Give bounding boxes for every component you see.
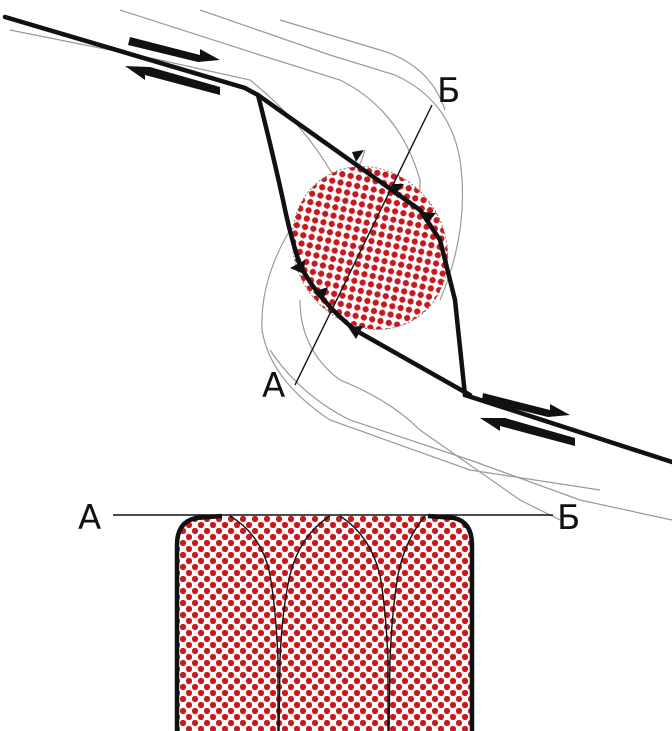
fault-trace-lower bbox=[255, 92, 473, 398]
half-arrow-right-icon bbox=[128, 37, 220, 62]
half-arrow-left-icon bbox=[480, 418, 575, 446]
fault-trace-upper bbox=[2, 14, 672, 465]
contour-line bbox=[269, 349, 672, 521]
basin-ellipse bbox=[291, 166, 449, 330]
plan-label-b: Б bbox=[437, 71, 460, 111]
motion-arrow-lower-right bbox=[480, 393, 575, 446]
section-fill bbox=[177, 516, 472, 731]
half-arrow-left-icon bbox=[125, 66, 220, 95]
section-line-plan bbox=[294, 104, 433, 386]
contour-line bbox=[199, 9, 464, 301]
section-outline-right bbox=[427, 513, 475, 731]
barb-icon bbox=[392, 184, 404, 196]
contour-line bbox=[261, 229, 601, 491]
plan-label-a: А bbox=[262, 366, 285, 406]
barb-icon bbox=[352, 150, 364, 162]
motion-arrows bbox=[125, 37, 575, 446]
half-arrow-right-icon bbox=[482, 393, 570, 417]
motion-arrow-upper-left bbox=[125, 37, 220, 95]
contour-line bbox=[299, 299, 561, 521]
barb-icon bbox=[290, 260, 305, 274]
structural-contours bbox=[9, 9, 672, 521]
section-outline-left bbox=[174, 513, 223, 731]
section-label-a: А bbox=[78, 498, 101, 538]
section-internal-faults bbox=[229, 515, 426, 731]
fault-lines bbox=[2, 14, 672, 465]
barb-icon bbox=[423, 212, 436, 224]
contour-line bbox=[279, 19, 446, 111]
barb-icon bbox=[348, 326, 363, 339]
barb-icon bbox=[313, 287, 328, 301]
section-label-b: Б bbox=[557, 498, 580, 538]
fault-barbs bbox=[290, 150, 436, 339]
cross-section: А Б bbox=[78, 498, 580, 731]
